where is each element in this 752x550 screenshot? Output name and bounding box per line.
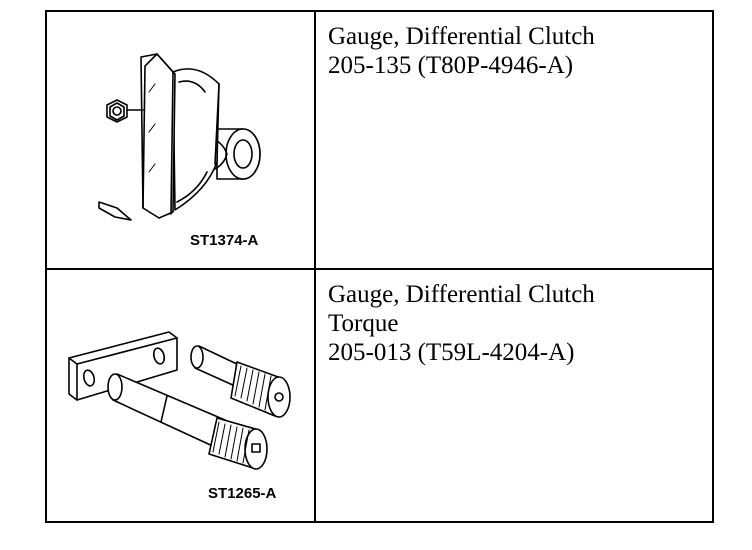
tool-1-image-cell: ST1374-A	[47, 12, 314, 268]
row-divider	[47, 268, 712, 270]
tool-row-1: ST1374-A Gauge, Differential Clutch 205-…	[47, 12, 712, 268]
figure-label: ST1265-A	[208, 485, 277, 502]
tool-number: 205-135 (T80P-4946-A)	[328, 52, 574, 79]
tool-name: Gauge, Differential Clutch	[328, 281, 595, 308]
figure-label: ST1374-A	[190, 232, 259, 249]
column-divider	[314, 12, 316, 521]
tool-1-description: Gauge, Differential Clutch 205-135 (T80P…	[328, 22, 595, 80]
special-tools-table: ST1374-A Gauge, Differential Clutch 205-…	[45, 10, 714, 523]
tool-row-2: ST1265-A Gauge, Differential Clutch Torq…	[47, 270, 712, 521]
tool-1-text-cell: Gauge, Differential Clutch 205-135 (T80P…	[316, 12, 712, 268]
tool-name-continued: Torque	[328, 310, 399, 337]
tool-number: 205-013 (T59L-4204-A)	[328, 339, 575, 366]
tool-2-text-cell: Gauge, Differential Clutch Torque 205-01…	[316, 270, 712, 521]
tool-2-description: Gauge, Differential Clutch Torque 205-01…	[328, 280, 595, 367]
differential-clutch-torque-gauge-icon	[68, 331, 291, 470]
differential-clutch-gauge-icon	[98, 53, 261, 221]
tool-name: Gauge, Differential Clutch	[328, 23, 595, 50]
tool-2-image-cell: ST1265-A	[47, 270, 314, 521]
